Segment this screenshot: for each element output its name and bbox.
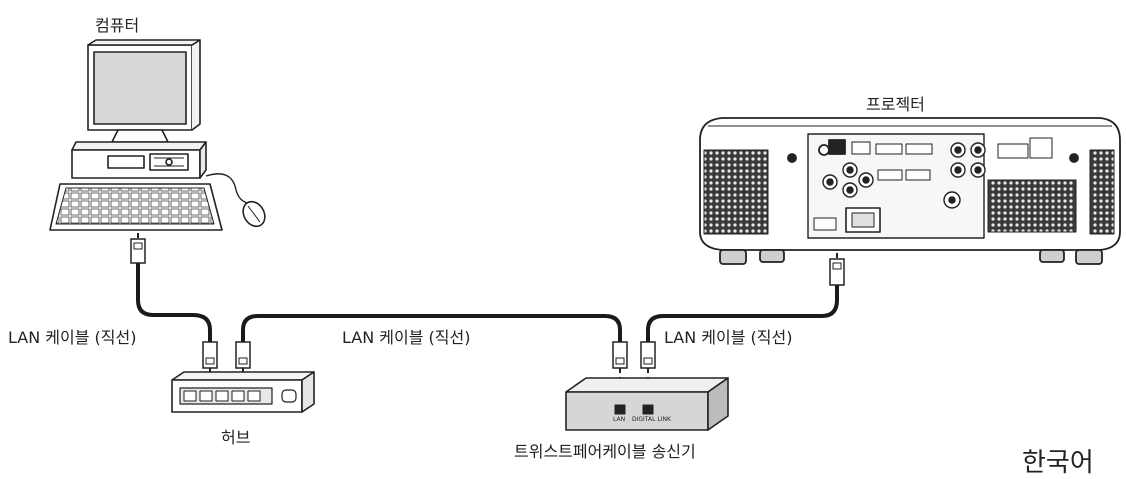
network-connection-diagram: [49, 39, 1121, 431]
rj45-plug-transmitter-lan: [612, 341, 628, 369]
transmitter-illustration: [565, 377, 729, 431]
lan-cable-transmitter-projector: [646, 285, 839, 342]
corner-language-text: 한국어: [1022, 448, 1094, 478]
cable-label-right: LAN 케이블 (직선): [664, 328, 793, 347]
computer-illustration: [49, 39, 266, 231]
transmitter-port-dl-label: DIGITAL LINK: [632, 416, 671, 423]
transmitter-port-lan-label: LAN: [613, 416, 626, 423]
rj45-plug-projector: [829, 258, 845, 286]
hub-label: 허브: [221, 428, 251, 447]
projector-label: 프로젝터: [866, 95, 925, 114]
hub-illustration: [171, 371, 315, 413]
projector-illustration: [699, 117, 1121, 265]
computer-label: 컴퓨터: [95, 16, 140, 35]
lan-cable-computer-hub: [136, 262, 212, 342]
rj45-plug-computer: [130, 238, 146, 264]
transmitter-label: 트위스트페어케이블 송신기: [514, 442, 696, 461]
rj45-plug-hub-right: [235, 341, 251, 369]
cable-label-left: LAN 케이블 (직선): [8, 328, 137, 347]
cable-label-middle: LAN 케이블 (직선): [342, 328, 471, 347]
rj45-plug-hub-left: [202, 341, 218, 369]
lan-cable-hub-transmitter: [241, 314, 622, 342]
rj45-plug-transmitter-dl: [640, 341, 656, 369]
